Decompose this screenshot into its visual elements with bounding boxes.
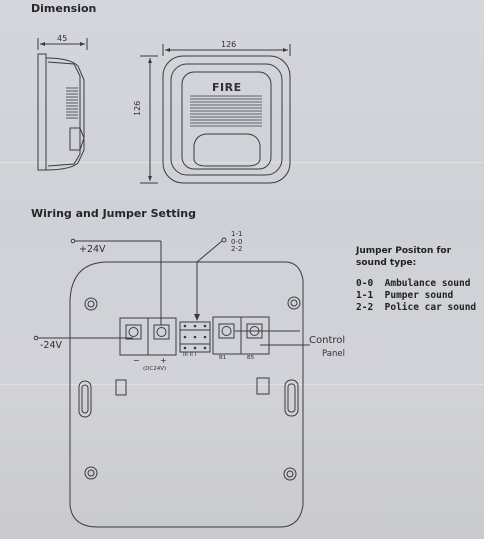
plus-24v-label: +24V <box>79 244 106 255</box>
jumper-legend: Jumper Positon for sound type: 0-0 Ambul… <box>356 245 476 314</box>
dimension-title: Dimension <box>31 2 97 15</box>
side-width-label: 45 <box>57 34 68 43</box>
front-height-label: 126 <box>133 100 142 116</box>
jumper-option: 1-1 <box>231 230 243 238</box>
legend-row: 1-1 Pumper sound <box>356 290 476 302</box>
legend-sound: Police car sound <box>384 302 477 313</box>
legend-code: 2-2 <box>356 302 374 313</box>
legend-sound: Pumper sound <box>384 290 454 301</box>
terminal-minus-label: − <box>133 356 140 365</box>
legend-heading-1: Jumper Positon for <box>356 246 452 256</box>
legend-row: 0-0 Ambulance sound <box>356 278 476 290</box>
dc-voltage-label: (DC24V) <box>143 366 167 372</box>
jumper-pins-label: III II I <box>183 352 197 358</box>
wiring-board-drawing <box>33 237 310 528</box>
legend-code: 0-0 <box>356 278 374 289</box>
minus-24v-label: -24V <box>40 340 63 351</box>
panel-label: Panel <box>322 349 345 359</box>
terminal-b5-label: B5 <box>247 355 255 361</box>
side-view-drawing <box>37 38 88 171</box>
legend-sound: Ambulance sound <box>384 278 471 289</box>
jumper-options: 1-1 0-0 2-2 <box>231 230 243 254</box>
fire-label: FIRE <box>212 81 242 94</box>
legend-row: 2-2 Police car sound <box>356 302 476 314</box>
front-view-drawing <box>140 44 291 184</box>
terminal-plus-label: + <box>160 356 167 365</box>
legend-code: 1-1 <box>356 290 374 301</box>
paper-fold-line <box>0 162 484 163</box>
jumper-option: 2-2 <box>231 245 243 253</box>
paper-fold-line <box>0 384 484 385</box>
control-label: Control <box>309 335 346 346</box>
terminal-b1-label: B1 <box>219 355 227 361</box>
jumper-option: 0-0 <box>231 237 243 246</box>
wiring-title: Wiring and Jumper Setting <box>31 207 196 220</box>
legend-heading-2: sound type: <box>356 258 417 268</box>
front-width-label: 126 <box>221 40 237 49</box>
